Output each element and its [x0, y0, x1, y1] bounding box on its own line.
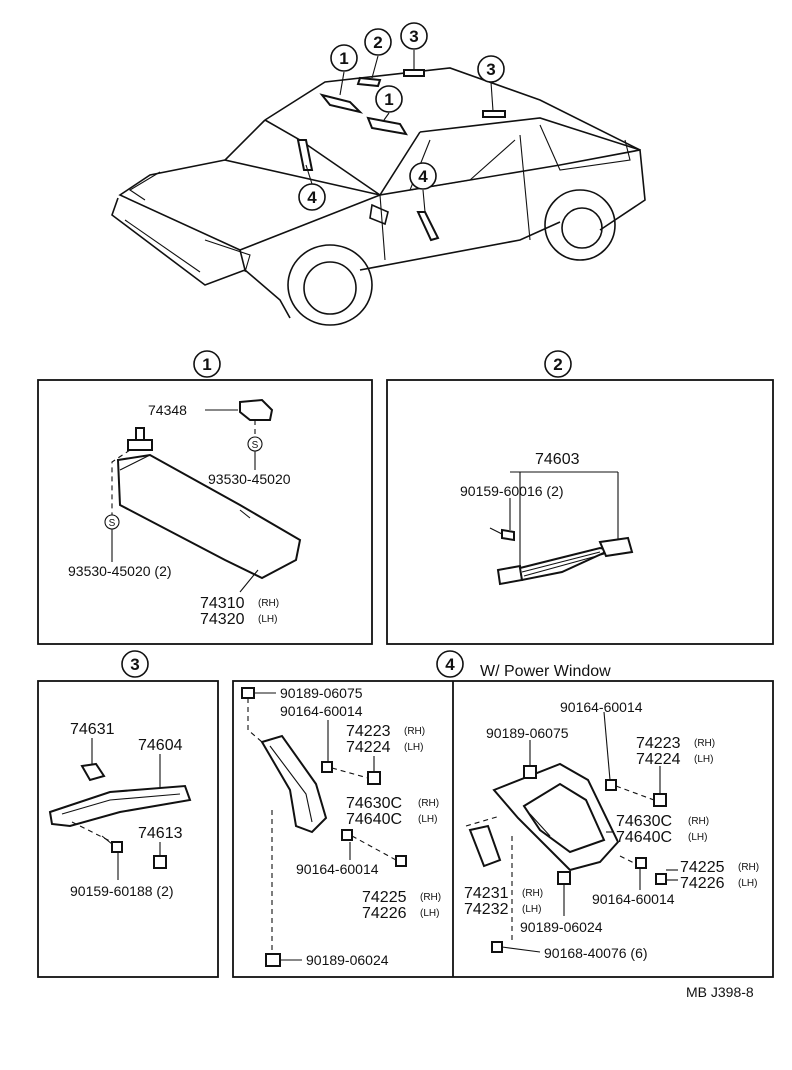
part-90189-06024-left[interactable]: 90189-06024 — [306, 952, 389, 968]
part-74603[interactable]: 74603 — [535, 451, 580, 468]
part-93530-45020-qty2[interactable]: 93530-45020 (2) — [68, 563, 172, 579]
part-74225-right[interactable]: 74225 — [680, 859, 725, 876]
part-74604[interactable]: 74604 — [138, 737, 183, 754]
part-74630c-right[interactable]: 74630C — [616, 813, 672, 830]
part-74224-right-side: (LH) — [694, 754, 713, 765]
section-3-drawing — [48, 738, 192, 880]
part-93530-45020[interactable]: 93530-45020 — [208, 471, 291, 487]
part-74223-left[interactable]: 74223 — [346, 723, 391, 740]
part-74630c-left[interactable]: 74630C — [346, 795, 402, 812]
section-4-box — [232, 680, 774, 978]
section-3-box — [37, 680, 219, 978]
part-74224-left[interactable]: 74224 — [346, 739, 391, 756]
car-overview-illustration — [111, 50, 646, 326]
part-74224-left-side: (LH) — [404, 742, 423, 753]
section-4-subtitle: W/ Power Window — [480, 663, 611, 680]
section-1-number: 1 — [202, 355, 211, 374]
callout-3-top-label: 3 — [409, 27, 418, 46]
callout-2-top[interactable]: 2 — [364, 28, 392, 56]
part-74310-side: (RH) — [258, 598, 279, 609]
part-74231[interactable]: 74231 — [464, 885, 509, 902]
part-74223-right[interactable]: 74223 — [636, 735, 681, 752]
part-74223-left-side: (RH) — [404, 726, 425, 737]
part-74225-left[interactable]: 74225 — [362, 889, 407, 906]
part-90159-60188[interactable]: 90159-60188 (2) — [70, 883, 174, 899]
part-90164-60014-right-b[interactable]: 90164-60014 — [592, 891, 675, 907]
section-3-number: 3 — [130, 655, 139, 674]
callout-2-top-label: 2 — [373, 33, 382, 52]
callout-1-mid[interactable]: 1 — [375, 85, 403, 113]
part-74320-side: (LH) — [258, 614, 277, 625]
callout-1-mid-label: 1 — [384, 90, 393, 109]
section-3-header[interactable]: 3 — [121, 650, 149, 678]
part-90164-60014-right-a[interactable]: 90164-60014 — [560, 699, 643, 715]
part-90168-40076[interactable]: 90168-40076 (6) — [544, 945, 648, 961]
part-90159-60016[interactable]: 90159-60016 (2) — [460, 483, 564, 499]
callout-3-top[interactable]: 3 — [400, 22, 428, 50]
part-74630c-right-side: (RH) — [688, 816, 709, 827]
part-74640c-left-side: (LH) — [418, 814, 437, 825]
part-74226-left[interactable]: 74226 — [362, 905, 407, 922]
part-74226-right[interactable]: 74226 — [680, 875, 725, 892]
section-4-left-drawing — [241, 687, 407, 967]
section-1-box — [37, 379, 373, 645]
part-74640c-left[interactable]: 74640C — [346, 811, 402, 828]
section-1-drawing — [104, 398, 302, 593]
part-74224-right[interactable]: 74224 — [636, 751, 681, 768]
part-74640c-right[interactable]: 74640C — [616, 829, 672, 846]
part-74348[interactable]: 74348 — [148, 402, 187, 418]
callout-4-door[interactable]: 4 — [409, 162, 437, 190]
section-2-header[interactable]: 2 — [544, 350, 572, 378]
part-74226-left-side: (LH) — [420, 908, 439, 919]
part-90189-06075-left[interactable]: 90189-06075 — [280, 685, 363, 701]
section-2-number: 2 — [553, 355, 562, 374]
part-74613[interactable]: 74613 — [138, 825, 183, 842]
section-2-box — [386, 379, 774, 645]
part-74223-right-side: (RH) — [694, 738, 715, 749]
part-90164-60014-left-b[interactable]: 90164-60014 — [296, 861, 379, 877]
callout-3-rear-label: 3 — [486, 60, 495, 79]
section-1-header[interactable]: 1 — [193, 350, 221, 378]
part-74310[interactable]: 74310 — [200, 595, 245, 612]
part-74231-side: (RH) — [522, 888, 543, 899]
part-74225-right-side: (RH) — [738, 862, 759, 873]
part-74226-right-side: (LH) — [738, 878, 757, 889]
callout-4-windshield[interactable]: 4 — [298, 183, 326, 211]
part-90189-06075-right[interactable]: 90189-06075 — [486, 725, 569, 741]
section-4-header[interactable]: 4 — [436, 650, 464, 678]
footer-code: MB J398-8 — [686, 984, 754, 1000]
part-74320[interactable]: 74320 — [200, 611, 245, 628]
s-mark-lower: S — [109, 518, 116, 529]
part-90164-60014-left-a[interactable]: 90164-60014 — [280, 703, 363, 719]
callout-1-top-label: 1 — [339, 49, 348, 68]
section-2-drawing — [489, 471, 634, 586]
part-90189-06024-right[interactable]: 90189-06024 — [520, 919, 603, 935]
part-74232[interactable]: 74232 — [464, 901, 509, 918]
callout-4-door-label: 4 — [418, 167, 428, 186]
part-74232-side: (LH) — [522, 904, 541, 915]
section-4-right-drawing — [465, 711, 678, 953]
part-74225-left-side: (RH) — [420, 892, 441, 903]
part-74640c-right-side: (LH) — [688, 832, 707, 843]
part-74631[interactable]: 74631 — [70, 721, 115, 738]
callout-3-rear[interactable]: 3 — [477, 55, 505, 83]
s-mark-upper: S — [252, 440, 259, 451]
callout-1-top[interactable]: 1 — [330, 44, 358, 72]
callout-4-windshield-label: 4 — [307, 188, 317, 207]
section-4-number: 4 — [445, 655, 455, 674]
part-74630c-left-side: (RH) — [418, 798, 439, 809]
